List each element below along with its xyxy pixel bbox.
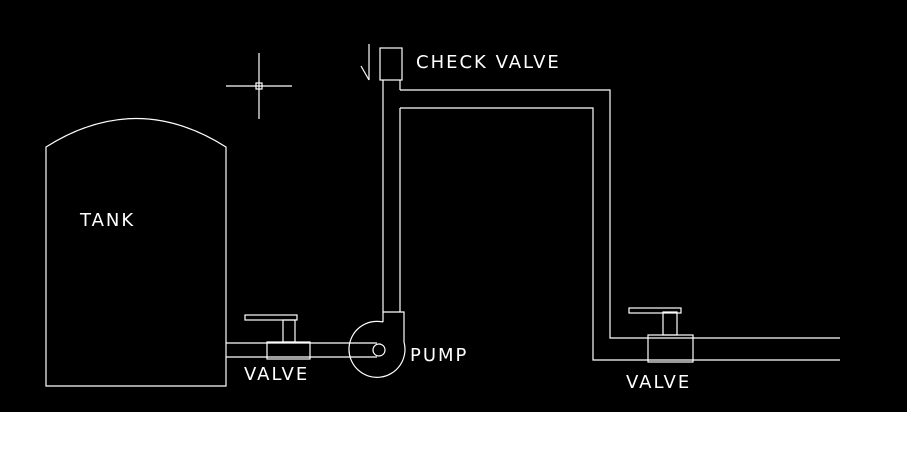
pipe-top-inner bbox=[400, 107, 840, 361]
tank-label: TANK bbox=[79, 210, 135, 231]
pump-symbol bbox=[348, 311, 406, 378]
valve-right-label: VALVE bbox=[626, 372, 691, 393]
tank-shape bbox=[45, 118, 227, 387]
piping-diagram: TANK CHECK VALVE PUMP VALVE VALVE bbox=[45, 44, 840, 393]
check-valve-label: CHECK VALVE bbox=[416, 52, 561, 73]
valve-right-symbol bbox=[628, 307, 694, 363]
flow-arrow-icon bbox=[360, 44, 370, 81]
valve-left-label: VALVE bbox=[244, 364, 309, 385]
pump-label: PUMP bbox=[410, 345, 468, 366]
check-valve-symbol bbox=[379, 47, 403, 81]
cad-drawing-canvas[interactable]: TANK CHECK VALVE PUMP VALVE VALVE bbox=[0, 0, 907, 412]
crosshair-icon bbox=[226, 53, 292, 119]
valve-left-symbol bbox=[244, 314, 311, 360]
pipe-top-outer bbox=[400, 89, 840, 339]
